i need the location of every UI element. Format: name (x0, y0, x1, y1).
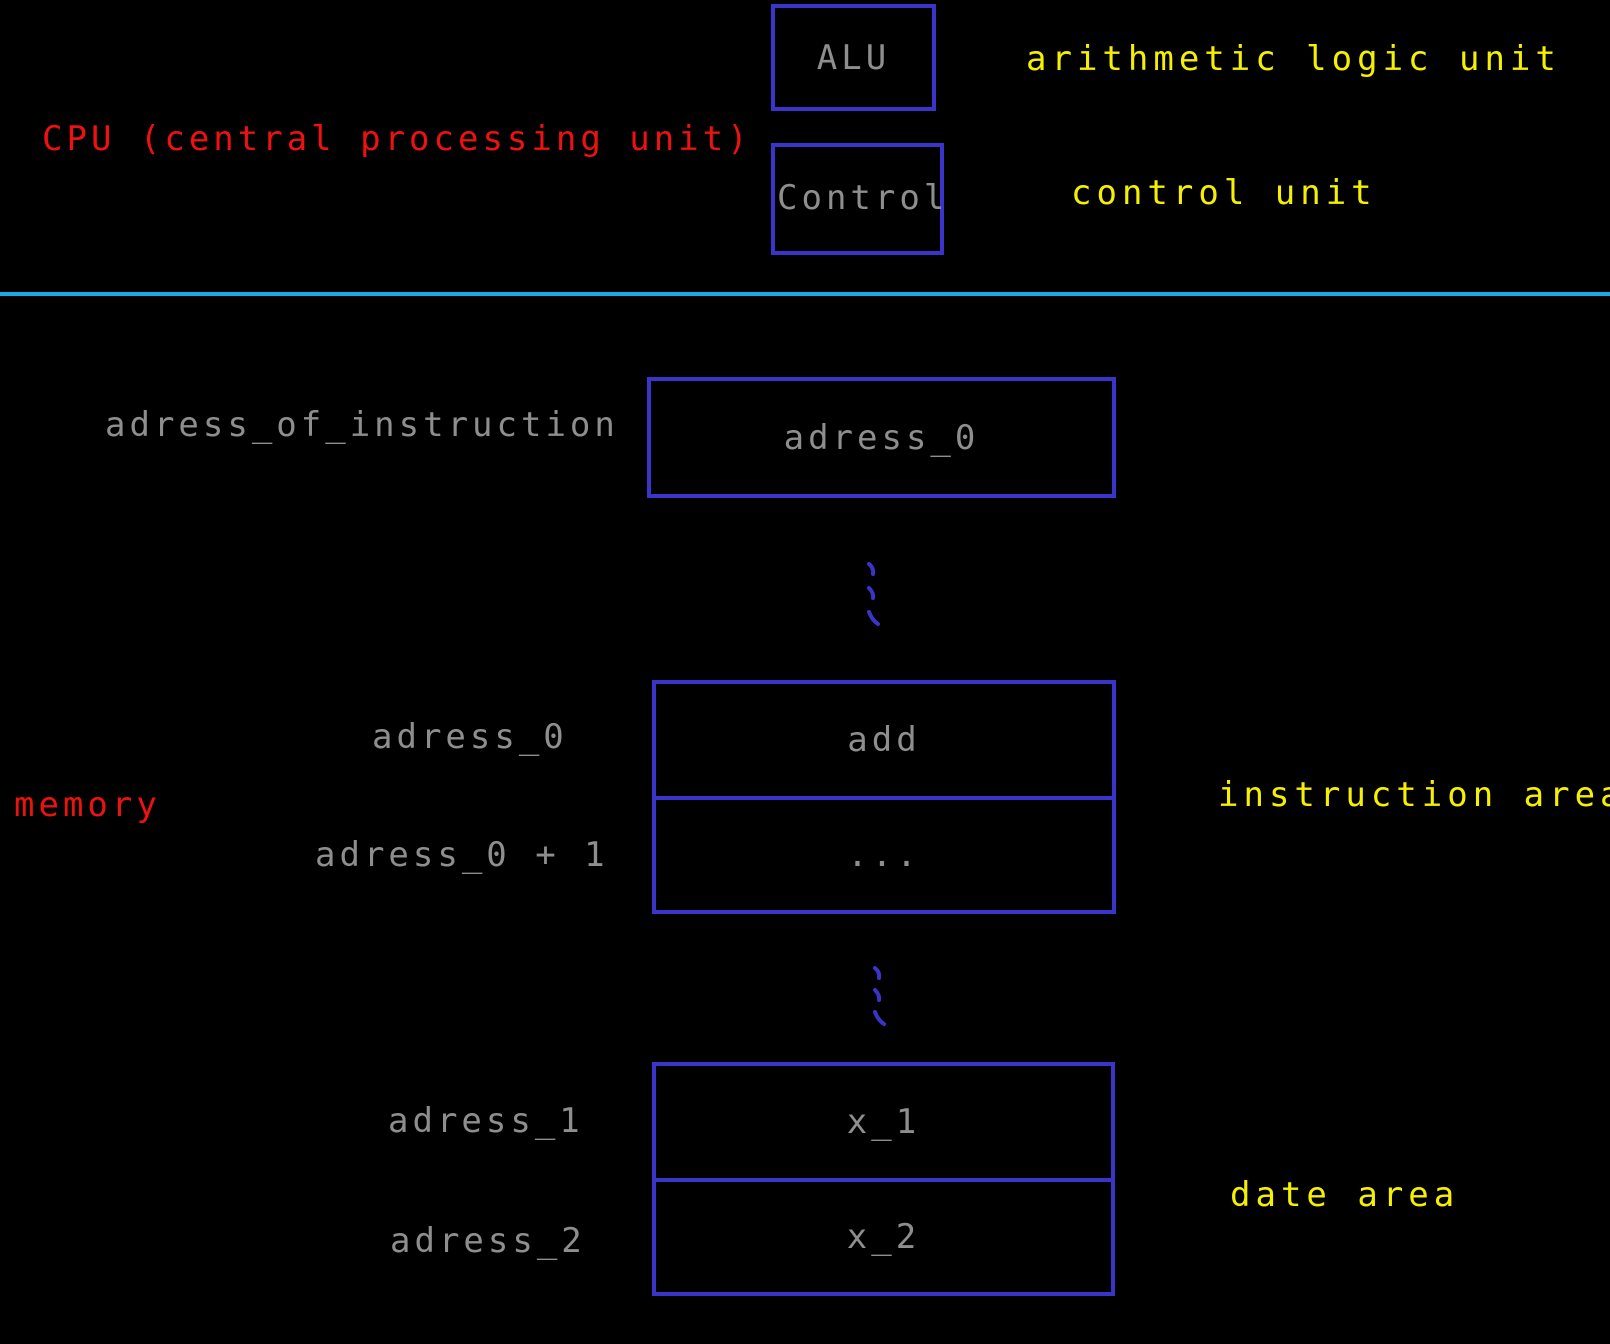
pointer-register: adress_0 (647, 377, 1116, 498)
instruction-address-0: adress_0 (372, 717, 568, 757)
cpu-label: CPU (central processing unit) (42, 119, 752, 159)
data-area-label: date area (1230, 1175, 1460, 1215)
instruction-cell-0: add (652, 680, 1116, 800)
control-box (771, 143, 944, 255)
data-address-1: adress_1 (388, 1101, 584, 1141)
data-cell-1: x_1 (652, 1062, 1115, 1182)
cpu-memory-divider (0, 292, 1610, 296)
control-description: control unit (1071, 173, 1377, 213)
alu-description: arithmetic logic unit (1026, 39, 1561, 79)
alu-box: ALU (771, 4, 936, 111)
data-address-2: adress_2 (390, 1221, 586, 1261)
pointer-label: adress_of_instruction (105, 405, 619, 445)
memory-label: memory (14, 785, 161, 825)
vertical-ellipsis-icon (873, 966, 886, 1026)
control-box-label: Control (777, 178, 949, 218)
instruction-address-1: adress_0 + 1 (315, 835, 609, 875)
data-cell-2: x_2 (652, 1178, 1115, 1296)
instruction-cell-1: ... (652, 796, 1116, 914)
instruction-area-label: instruction area (1218, 775, 1610, 815)
vertical-ellipsis-icon (867, 562, 880, 626)
